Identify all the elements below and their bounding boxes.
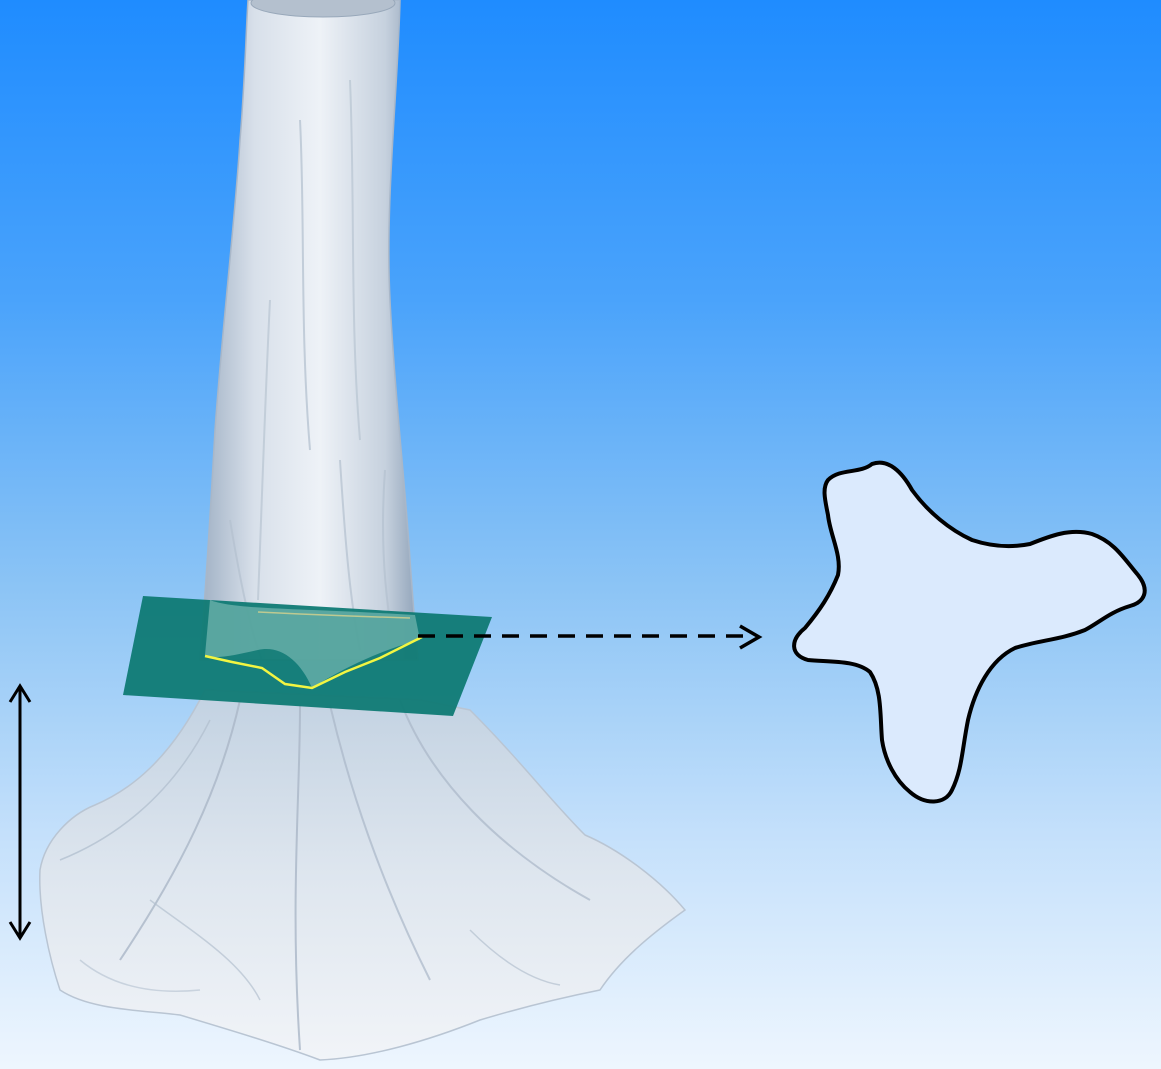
cross-section-shape [794, 463, 1145, 802]
cutting-plane [123, 596, 492, 716]
double-headed-arrow-icon [10, 686, 30, 938]
trunk-model [200, 0, 418, 660]
root-flare-model [40, 690, 685, 1060]
